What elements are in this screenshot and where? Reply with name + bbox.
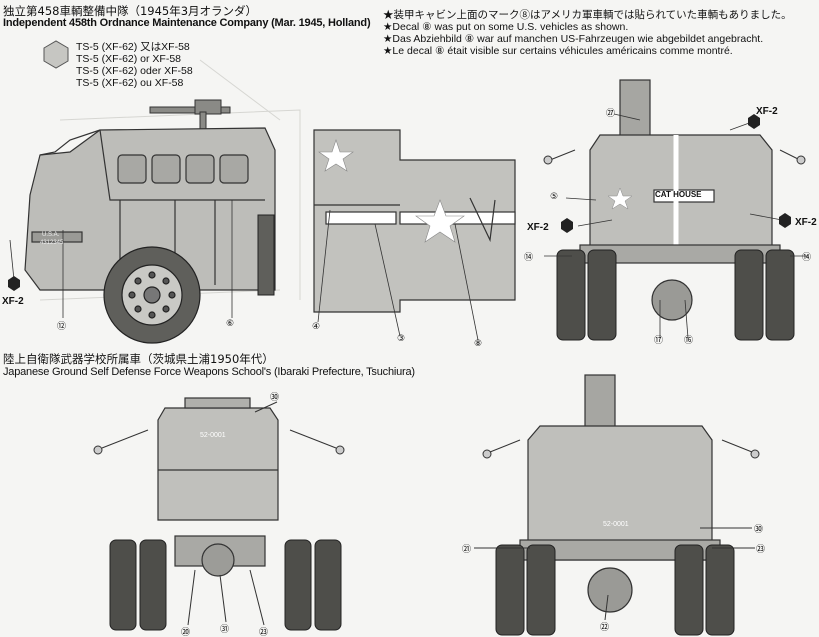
decal-note-en: ★Decal ⑧ was put on some U.S. vehicles a… (383, 21, 629, 33)
front-wheel (103, 246, 201, 344)
paint-legend-en: TS-5 (XF-62) or XF-58 (76, 53, 182, 65)
paint-code-right: XF-2 (795, 217, 817, 228)
paint-legend: TS-5 (XF-62) 又はXF-58 TS-5 (XF-62) or XF-… (76, 41, 193, 89)
paint-code-label: XF-2 (2, 296, 24, 307)
callout-8: ⑧ (474, 339, 483, 349)
paint-legend-jp: TS-5 (XF-62) 又はXF-58 (76, 41, 190, 53)
paint-code-left: XF-2 (527, 222, 549, 233)
callout-14-right: ⑭ (802, 253, 812, 263)
decal-note-de: ★Das Abziehbild ⑧ war auf manchen US-Fah… (383, 33, 764, 45)
decal-note-fr: ★Le decal ⑧ était visible sur certains v… (383, 45, 733, 57)
callout-30-rear: ㉚ (754, 525, 764, 535)
callout-3: ③ (397, 334, 406, 344)
callout-4: ④ (312, 322, 321, 332)
callout-22: ㉒ (600, 623, 610, 633)
callout-23-front: ㉓ (259, 628, 269, 637)
paint-marker-icon (8, 276, 20, 291)
callout-5: ⑤ (550, 192, 559, 202)
cat-house-sign: CAT HOUSE (655, 190, 702, 199)
callout-6: ⑥ (226, 319, 235, 329)
callout-31: ㉛ (220, 625, 230, 635)
machine-gun-icon (149, 99, 231, 137)
roof-stripe (325, 211, 397, 225)
callout-23-rear: ㉓ (756, 545, 766, 555)
callout-16: ⑯ (684, 336, 694, 346)
paint-code-top: XF-2 (756, 106, 778, 117)
section-jgsdf-title-en: Japanese Ground Self Defense Force Weapo… (3, 366, 415, 378)
decal-note-jp: ★装甲キャビン上面のマーク⑧はアメリカ軍車輌では貼られていた車輌もありました。 (383, 9, 792, 21)
hood-marking-1: U.S.A. (42, 232, 60, 238)
rear-plate: 52-0001 (603, 521, 629, 528)
callout-30-front: ㉚ (270, 393, 280, 403)
section-1945-title-jp: 独立第458車輌整備中隊（1945年3月オランダ） (3, 4, 258, 18)
front-plate: 52-0001 (200, 432, 226, 439)
section-jgsdf-title-jp: 陸上自衛隊武器学校所属車（茨城県土浦1950年代） (3, 352, 274, 366)
decal-note: ★装甲キャビン上面のマーク⑧はアメリカ軍車輌では貼られていた車輌もありました。 … (383, 9, 792, 57)
callout-27: ㉗ (606, 109, 616, 119)
section-1945-title-en: Independent 458th Ordnance Maintenance C… (3, 17, 371, 29)
star-decal-icon (318, 139, 465, 243)
callout-12: ⑫ (57, 322, 67, 332)
callout-14-left: ⑭ (524, 253, 534, 263)
callout-21: ㉑ (462, 545, 472, 555)
paint-legend-fr: TS-5 (XF-62) ou XF-58 (76, 77, 184, 89)
paint-legend-de: TS-5 (XF-62) oder XF-58 (76, 65, 193, 77)
callout-20: ⑳ (181, 628, 191, 637)
hood-marking-2: 4312345 (40, 240, 64, 246)
callout-17: ⑰ (654, 336, 664, 346)
